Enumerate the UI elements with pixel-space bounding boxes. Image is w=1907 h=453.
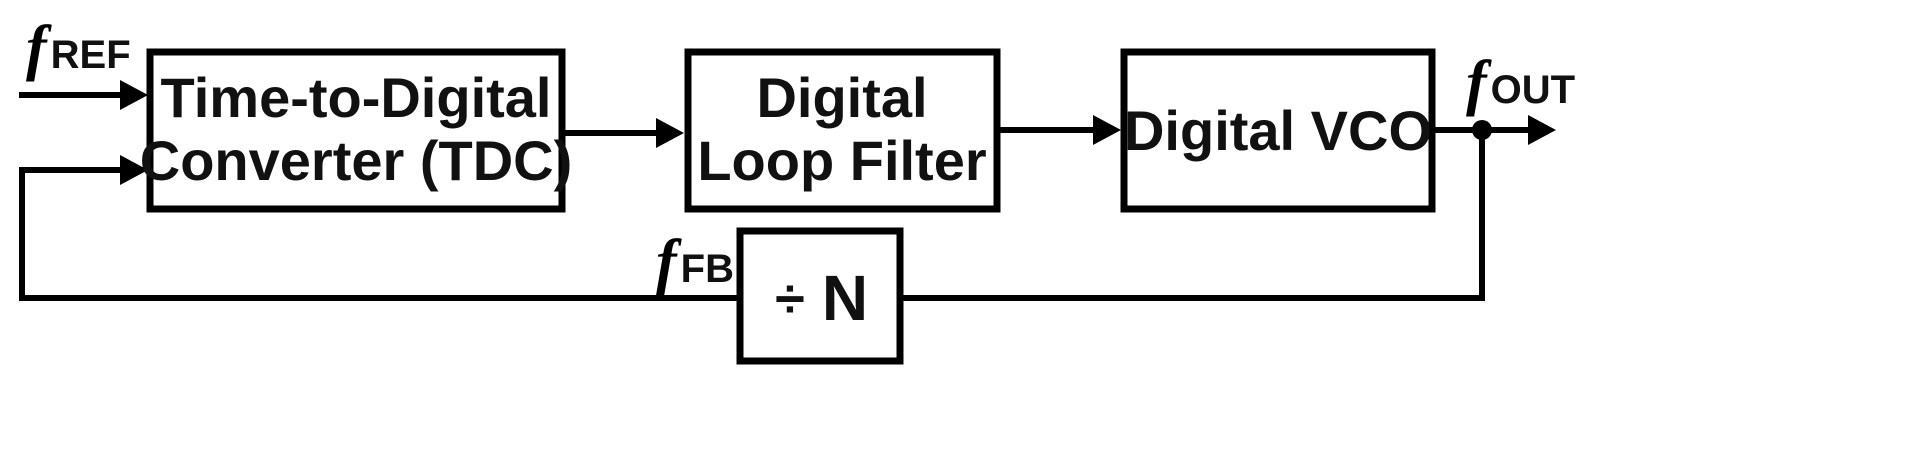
loop-filter-block: Digital Loop Filter xyxy=(684,48,1001,213)
tdc-to-filter-arrow xyxy=(656,118,684,148)
tdc-block: Time-to-Digital Converter (TDC) xyxy=(140,48,572,213)
feedback-wire-left xyxy=(19,167,743,301)
feedback-input-arrow xyxy=(120,155,148,185)
signal-ref-sub: REF xyxy=(51,33,131,77)
signal-fb-sub: FB xyxy=(681,247,734,291)
ref-input-arrow xyxy=(120,80,148,110)
wires xyxy=(19,80,1556,301)
tdc-block-label-line1: Time-to-Digital xyxy=(161,66,552,129)
tdc-block-label-line2: Converter (TDC) xyxy=(140,129,572,192)
vco-block-label: Digital VCO xyxy=(1124,99,1432,162)
vco-block: Digital VCO xyxy=(1120,48,1436,213)
divider-block-box xyxy=(736,227,904,365)
loop-filter-block-label-line1: Digital xyxy=(756,66,927,129)
output-arrow xyxy=(1528,115,1556,145)
vco-block-box xyxy=(1120,48,1436,213)
loop-filter-block-box xyxy=(684,48,1001,213)
signal-out-sub: OUT xyxy=(1491,68,1575,112)
feedback-wire-right xyxy=(899,127,1485,301)
loop-filter-block-label-line2: Loop Filter xyxy=(697,129,986,192)
divider-symbol: ÷ xyxy=(775,269,805,329)
filter-to-vco-arrow xyxy=(1093,115,1121,145)
signal-fb-italic: f xyxy=(656,228,682,296)
tdc-block-box xyxy=(146,48,566,213)
signal-ref-italic: f xyxy=(26,14,52,82)
divider-block: ÷ N xyxy=(736,227,904,365)
signal-out-italic: f xyxy=(1466,49,1492,117)
divider-label: N xyxy=(822,262,868,334)
